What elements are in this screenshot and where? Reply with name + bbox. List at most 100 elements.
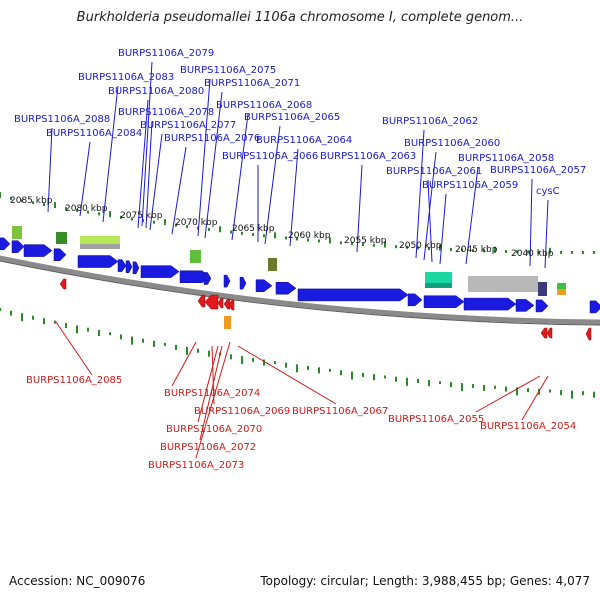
leader-line (47, 127, 53, 213)
leader-line (211, 345, 215, 405)
feature-block (224, 316, 231, 329)
chromosome-backbone (0, 255, 600, 325)
feature-tracks (12, 226, 566, 329)
forward-gene-label[interactable]: BURPS1106A_2063 (320, 151, 416, 162)
feature-block (538, 282, 547, 296)
leader-line (145, 120, 153, 229)
forward-gene-label[interactable]: BURPS1106A_2083 (78, 72, 174, 83)
forward-gene-label[interactable]: BURPS1106A_2079 (118, 48, 214, 59)
forward-gene-arrow (223, 274, 231, 288)
scale-label: 2045 kbp (455, 245, 498, 255)
forward-gene-arrow (117, 259, 127, 272)
forward-strand-genes (0, 237, 600, 314)
forward-gene-label[interactable]: BURPS1106A_2064 (256, 135, 352, 146)
accession-text: Accession: NC_009076 (9, 574, 146, 588)
reverse-gene-arrow (540, 327, 548, 339)
reverse-strand-genes (59, 278, 592, 341)
feature-block (468, 276, 538, 292)
reverse-gene-label[interactable]: BURPS1106A_2055 (388, 414, 484, 425)
reverse-gene-label[interactable]: BURPS1106A_2072 (160, 442, 256, 453)
feature-block (80, 236, 120, 246)
reverse-gene-arrow (197, 294, 206, 308)
forward-gene-arrow (255, 279, 273, 292)
forward-gene-label[interactable]: BURPS1106A_2066 (222, 151, 318, 162)
forward-gene-label[interactable]: BURPS1106A_2061 (386, 166, 482, 177)
forward-gene-arrow (11, 240, 25, 253)
reverse-gene-label[interactable]: BURPS1106A_2067 (292, 406, 388, 417)
scale-label: 2060 kbp (288, 231, 331, 241)
forward-gene-label[interactable]: BURPS1106A_2088 (14, 114, 110, 125)
reverse-gene-label[interactable]: BURPS1106A_2070 (166, 424, 262, 435)
leader-line (79, 141, 91, 217)
feature-block (557, 283, 566, 290)
forward-gene-arrow (535, 299, 549, 313)
forward-gene-label[interactable]: BURPS1106A_2062 (382, 116, 478, 127)
forward-gene-label[interactable]: BURPS1106A_2068 (216, 100, 312, 111)
reverse-gene-arrow (585, 327, 592, 341)
forward-gene-label[interactable]: BURPS1106A_2058 (458, 153, 554, 164)
scale-label: 2050 kbp (399, 241, 442, 251)
leader-line (465, 166, 479, 265)
leader-line (102, 85, 119, 223)
feature-block (190, 250, 201, 263)
leader-line (141, 61, 153, 227)
forward-gene-label[interactable]: BURPS1106A_2084 (46, 128, 142, 139)
inner-tick-ring (0, 308, 595, 399)
forward-gene-arrow (515, 299, 535, 312)
feature-block (56, 232, 67, 244)
leader-line (521, 375, 549, 421)
feature-block (557, 289, 566, 295)
reverse-gene-arrow (223, 298, 231, 310)
scale-label: 2055 kbp (344, 236, 387, 246)
forward-gene-label[interactable]: cysC (536, 186, 560, 197)
leader-line (204, 91, 223, 239)
reverse-gene-arrow (546, 327, 553, 339)
forward-gene-arrow (53, 248, 67, 261)
forward-gene-label[interactable]: BURPS1106A_2059 (422, 180, 518, 191)
forward-gene-arrow (423, 295, 465, 308)
forward-gene-arrow (275, 281, 297, 295)
forward-gene-label[interactable]: BURPS1106A_2078 (118, 107, 214, 118)
feature-block (425, 272, 452, 284)
forward-gene-label[interactable]: BURPS1106A_2060 (404, 138, 500, 149)
forward-gene-label[interactable]: BURPS1106A_2075 (180, 65, 276, 76)
forward-gene-labels: BURPS1106A_2088BURPS1106A_2084BURPS1106A… (14, 48, 586, 197)
scale-label: 2085 kbp (10, 196, 53, 206)
chromosome-backbone-shadow (0, 260, 600, 326)
forward-gene-label[interactable]: BURPS1106A_2071 (204, 78, 300, 89)
reverse-gene-label[interactable]: BURPS1106A_2074 (164, 388, 260, 399)
forward-gene-label[interactable]: BURPS1106A_2065 (244, 112, 340, 123)
leader-line (544, 199, 549, 269)
reverse-gene-label[interactable]: BURPS1106A_2073 (148, 460, 244, 471)
map-title: Burkholderia pseudomallei 1106a chromoso… (76, 10, 524, 25)
reverse-gene-labels: BURPS1106A_2085BURPS1106A_2074BURPS1106A… (26, 375, 576, 471)
leader-line (439, 193, 447, 265)
scale-label: 2065 kbp (232, 224, 275, 234)
leader-line (195, 341, 231, 459)
forward-gene-arrow (0, 237, 11, 251)
leader-line (55, 321, 93, 376)
reverse-gene-arrow (204, 294, 219, 310)
leader-line (415, 129, 425, 259)
reverse-gene-arrow (217, 297, 224, 309)
leader-line (475, 375, 541, 413)
forward-gene-label[interactable]: BURPS1106A_2076 (164, 133, 260, 144)
reverse-gene-label[interactable]: BURPS1106A_2085 (26, 375, 122, 386)
leader-line (197, 78, 211, 237)
reverse-gene-label[interactable]: BURPS1106A_2069 (194, 406, 290, 417)
forward-gene-label[interactable]: BURPS1106A_2077 (140, 120, 236, 131)
forward-gene-arrow (589, 300, 600, 314)
reverse-gene-label[interactable]: BURPS1106A_2054 (480, 421, 576, 432)
forward-gene-arrow (463, 297, 517, 311)
feature-block (425, 283, 452, 288)
feature-block (268, 258, 277, 271)
leader-line (356, 164, 363, 253)
forward-gene-arrow (125, 260, 133, 273)
feature-block (80, 244, 120, 249)
forward-gene-label[interactable]: BURPS1106A_2080 (108, 86, 204, 97)
forward-gene-label[interactable]: BURPS1106A_2057 (490, 165, 586, 176)
leader-line (427, 179, 433, 263)
outer-tick-ring (0, 192, 595, 255)
